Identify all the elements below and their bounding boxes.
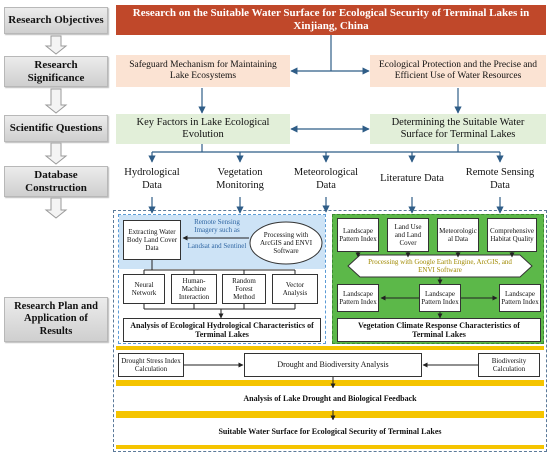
arcgis-envi-processing-ellipse [249, 221, 323, 265]
veg-input-land-use-land-cover: Land Use and Land Cover [387, 218, 429, 252]
method-neural-network: Neural Network [123, 274, 165, 304]
gold-band-4 [116, 445, 544, 449]
significance-safeguard-box: Safeguard Mechanism for Maintaining Lake… [116, 55, 290, 87]
data-literature: Literature Data [380, 173, 444, 185]
drought-stress-index-box: Drought Stress Index Calculation [118, 353, 184, 377]
veg-output-landscape-pattern-index-middle: Landscape Pattern Index [419, 284, 461, 312]
drought-feedback-box: Analysis of Lake Drought and Biological … [116, 388, 544, 410]
data-meteorological: Meteorological Data [293, 167, 359, 191]
method-random-forest: Random Forest Method [222, 274, 266, 304]
label-research-objectives: Research Objectives [4, 7, 108, 34]
veg-input-landscape-pattern-index: Landscape Pattern Index [337, 218, 379, 252]
question-suitable-water-surface-box: Determining the Suitable Water Surface f… [370, 114, 546, 144]
label-research-plan: Research Plan and Application of Results [4, 297, 108, 342]
gee-processing-label: Processing with Google Earth Engine, Arc… [368, 257, 512, 274]
method-vector-analysis: Vector Analysis [272, 274, 318, 304]
veg-input-habitat-quality: Comprehensive Habitat Quality [487, 218, 537, 252]
gold-band-2 [116, 380, 544, 386]
label-research-significance: Research Significance [4, 56, 108, 87]
block-arrow-down [44, 88, 68, 114]
biodiversity-calculation-box: Biodiversity Calculation [478, 353, 540, 377]
significance-ecological-protection-box: Ecological Protection and the Precise an… [370, 55, 546, 87]
research-objective-box: Research on the Suitable Water Surface f… [116, 5, 546, 35]
data-hydrological: Hydrological Data [124, 167, 180, 191]
research-plan-dashed-frame [113, 210, 547, 452]
vegetation-result-box: Vegetation Climate Response Characterist… [337, 318, 541, 342]
hydrology-result-box: Analysis of Ecological Hydrological Char… [123, 318, 321, 342]
block-arrow-down [44, 142, 68, 165]
veg-output-landscape-pattern-index-left: Landscape Pattern Index [337, 284, 379, 312]
data-vegetation-monitoring: Vegetation Monitoring [216, 167, 264, 191]
block-arrow-down [44, 35, 68, 55]
extract-water-body-box: Extracting Water Body Land Cover Data [123, 220, 181, 260]
gold-band-1 [116, 346, 544, 350]
imagery-note-bottom: Landsat and Sentinel [187, 242, 247, 251]
final-result-box: Suitable Water Surface for Ecological Se… [116, 420, 544, 444]
veg-output-landscape-pattern-index-right: Landscape Pattern Index [499, 284, 541, 312]
question-key-factors-box: Key Factors in Lake Ecological Evolution [116, 114, 290, 144]
block-arrow-down [44, 197, 68, 219]
data-remote-sensing: Remote Sensing Data [465, 167, 535, 191]
imagery-note-top: Remote Sensing Imagery such as [194, 217, 240, 234]
label-database-construction: Database Construction [4, 166, 108, 197]
label-scientific-questions: Scientific Questions [4, 115, 108, 142]
drought-biodiversity-analysis-box: Drought and Biodiversity Analysis [244, 353, 422, 377]
arcgis-envi-processing-label: Processing with ArcGIS and ENVI Software [259, 230, 313, 256]
veg-input-meteorological-data: Meteorological Data [437, 218, 479, 252]
gold-band-3 [116, 411, 544, 418]
method-human-machine-interaction: Human-Machine Interaction [171, 274, 217, 304]
